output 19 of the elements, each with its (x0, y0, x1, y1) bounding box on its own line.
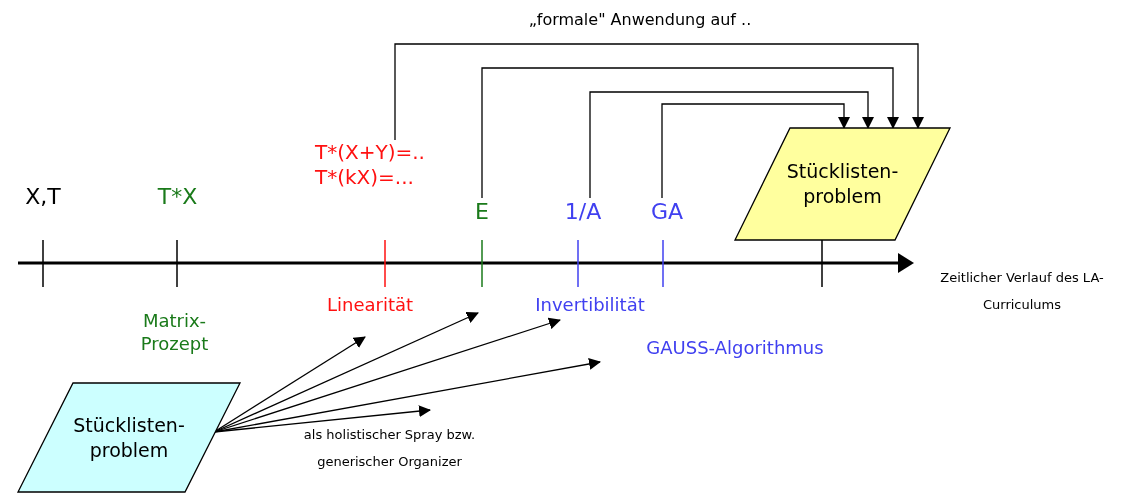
annotation-text: „formale" Anwendung auf .. (527, 10, 753, 30)
arrow (589, 91, 874, 199)
symbol-label: 1/A (548, 198, 618, 226)
symbol-label: GA (632, 198, 702, 226)
box-label: Stücklisten- problem (72, 412, 186, 463)
formula-label: T*(X+Y)=.. T*(kX)=... (315, 140, 440, 190)
concept-label: Linearität (325, 294, 415, 317)
edge-label: als holistischer Spray bzw. generischer Organizer (302, 426, 477, 472)
concept-label: Invertibilität (505, 294, 675, 317)
symbol-label: X,T (24, 183, 62, 211)
arrow (394, 43, 924, 141)
symbol-label: T*X (156, 183, 199, 211)
concept-label: GAUSS-Algorithmus (645, 337, 825, 360)
box-label: Stücklisten- problem (785, 159, 900, 209)
symbol-label: E (462, 198, 502, 226)
axis-label: Zeitlicher Verlauf des LA-Curriculums (939, 269, 1105, 315)
arrow (661, 103, 850, 199)
concept-label: Matrix- Prozept (139, 310, 210, 355)
arrow (481, 67, 899, 199)
